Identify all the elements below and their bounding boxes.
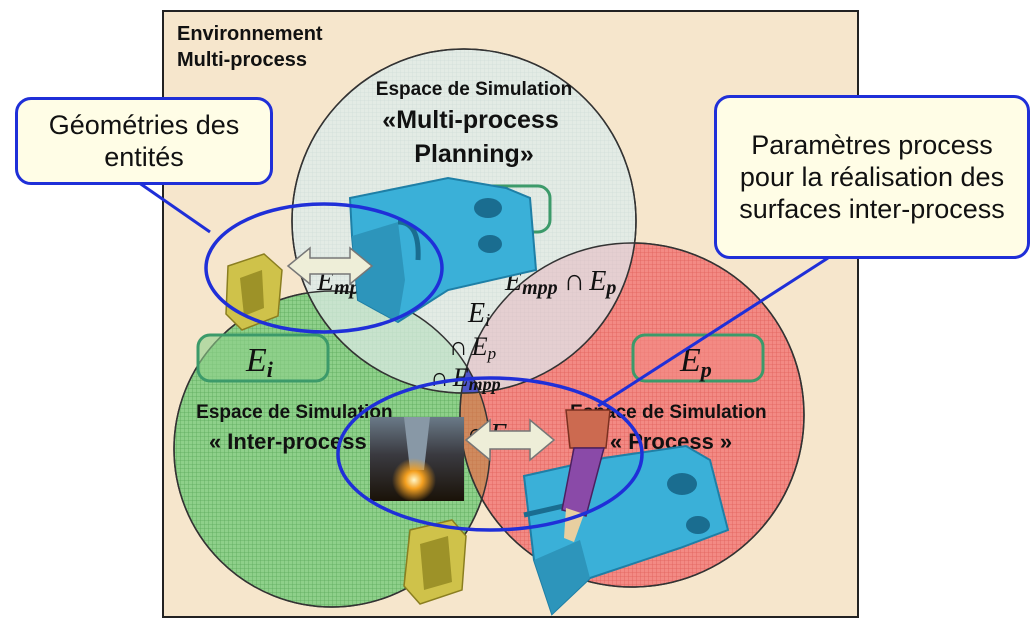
label-box-inter [196, 333, 330, 383]
math-center-ei: Ei [467, 298, 490, 330]
math-empp-cap-ep: Empp∩Ep [504, 264, 616, 299]
callout-line-params [597, 256, 829, 408]
callout-line-geometry [134, 178, 211, 234]
ellipse-geometry [204, 202, 444, 334]
callout-geometry-line2: entités [104, 142, 184, 172]
yellow-part-bottom [403, 519, 467, 605]
callout-params-line1: Paramètres process [751, 130, 993, 160]
callout-params-line2: pour la réalisation des [739, 162, 1005, 192]
space-mpp-title: Espace de Simulation [376, 79, 572, 100]
callout-params-line3: surfaces inter-process [739, 194, 1005, 224]
callout-geometry-line1: Géométries des [48, 110, 240, 140]
callout-geometry: Géométries des entités [15, 97, 273, 185]
welding-photo [370, 417, 464, 502]
math-center-cap-ep: ∩Ep [449, 331, 496, 363]
overlap-mpp-process [460, 243, 636, 393]
label-box-process [631, 333, 765, 383]
double-arrow-top [286, 246, 374, 286]
space-mpp-subtitle: «Multi-process Planning» [382, 106, 565, 168]
space-inter-title: Espace de Simulation « Inter-process » [196, 402, 398, 454]
overlap-mpp-inter [292, 291, 490, 393]
callout-params: Paramètres process pour la réalisation d… [714, 95, 1030, 259]
math-ei: Ei [245, 342, 274, 382]
welding-nozzle [561, 409, 611, 542]
double-arrow-bottom [464, 418, 556, 462]
blue-part-top [348, 176, 538, 324]
ellipse-params [336, 376, 644, 532]
space-process-title: Espace de Simulation « Process » [570, 402, 772, 454]
environment-label: Environnement Multi-process [177, 23, 328, 71]
